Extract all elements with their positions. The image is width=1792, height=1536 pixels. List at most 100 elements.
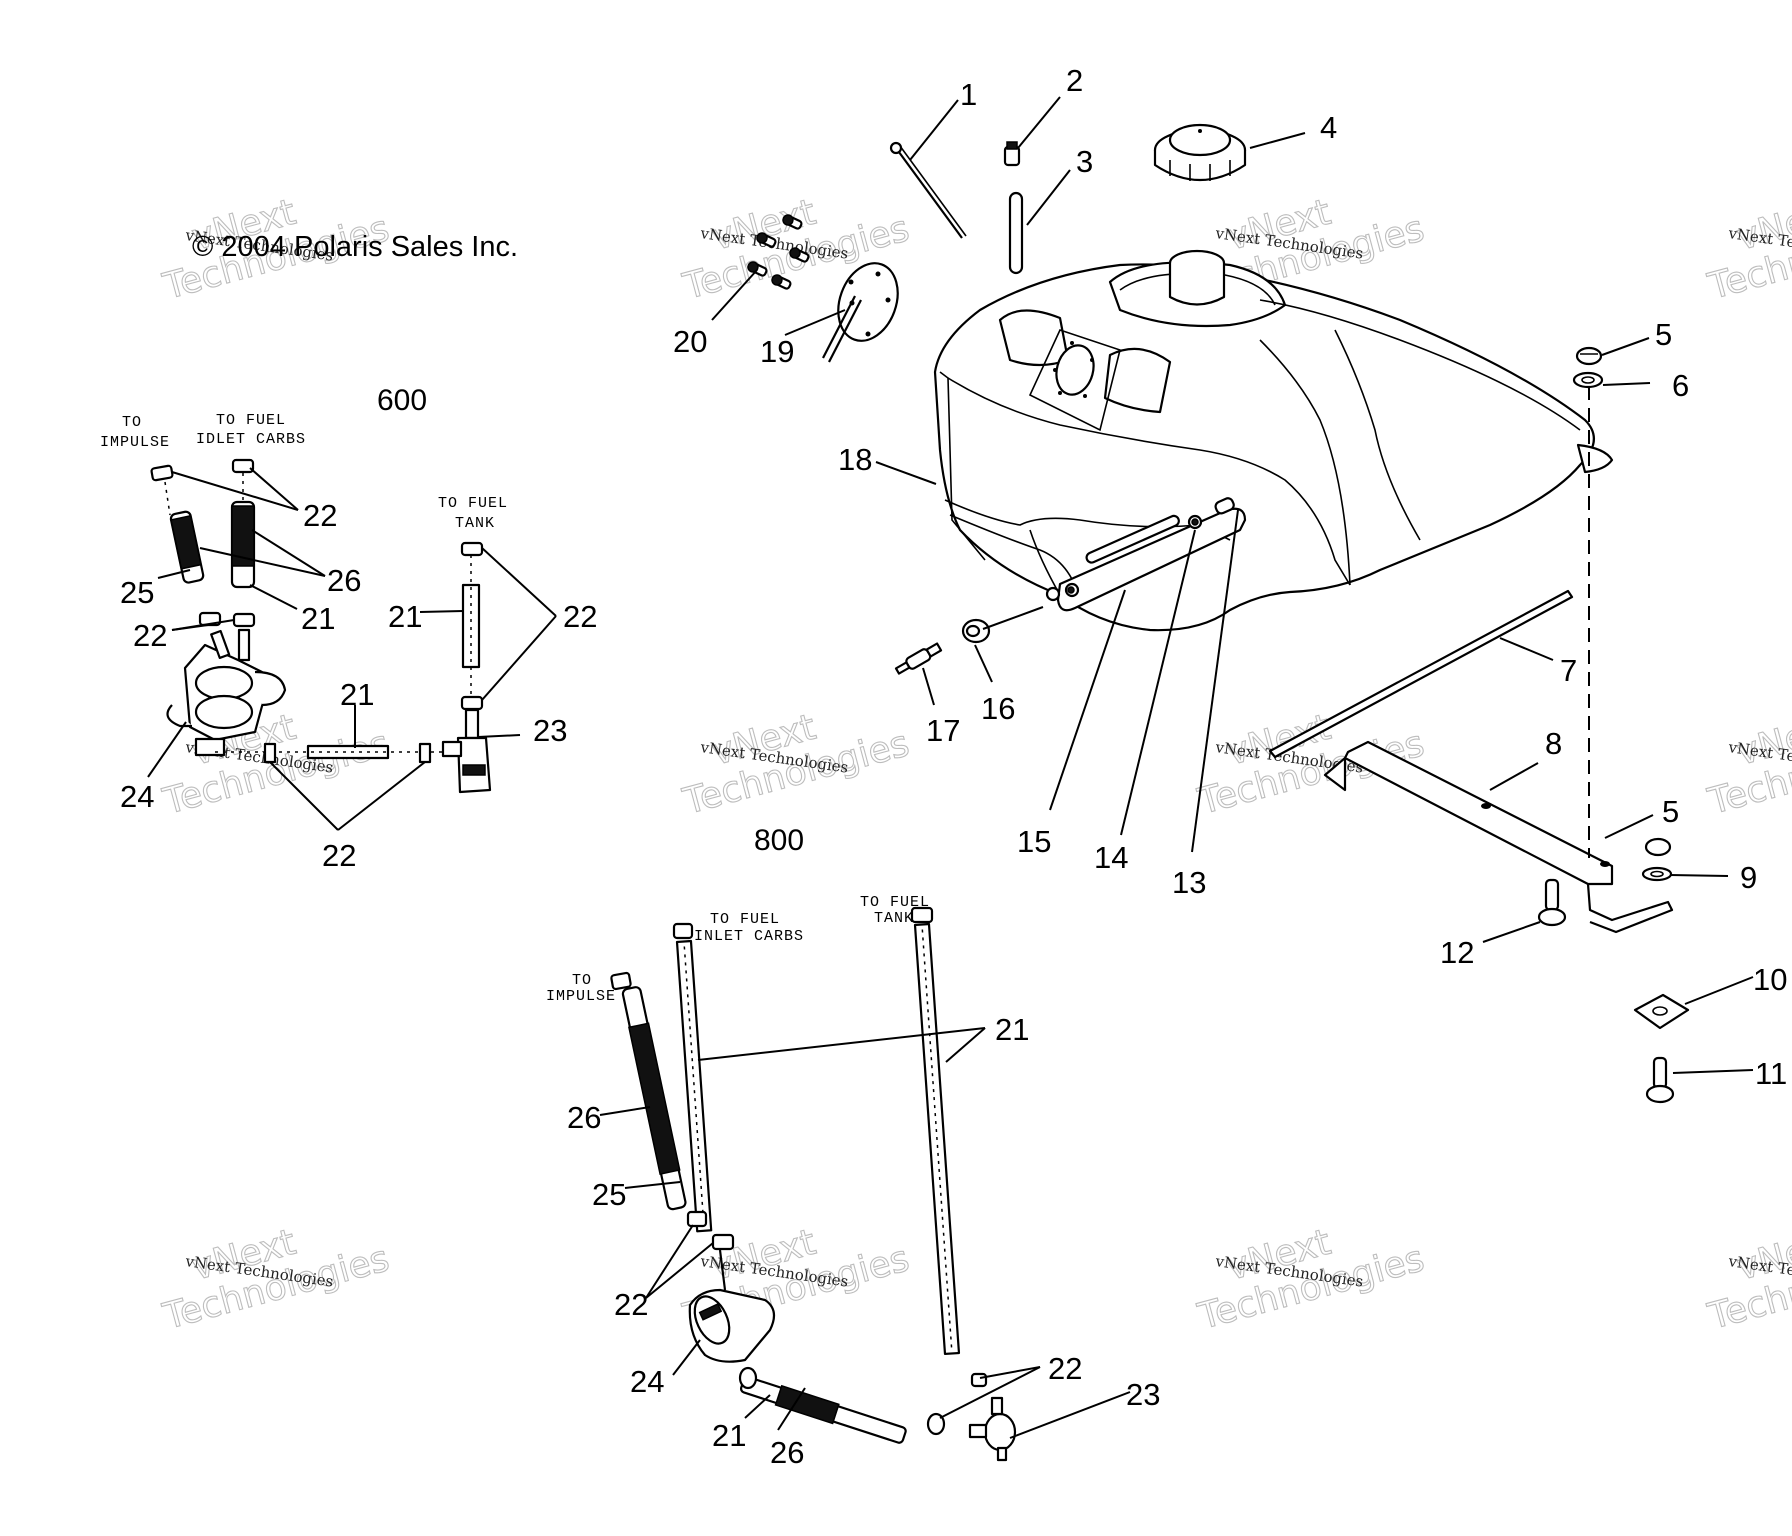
callout-18: 18 xyxy=(838,442,872,477)
part-1-vent-line xyxy=(889,141,967,239)
callout-600-21c: 21 xyxy=(340,677,374,712)
callout-800-22a: 22 xyxy=(614,1287,648,1322)
callout-5-top: 5 xyxy=(1655,317,1672,352)
callout-600-22b: 22 xyxy=(133,618,167,653)
callout-800-22b: 22 xyxy=(1048,1351,1082,1386)
callout-800-24: 24 xyxy=(630,1364,664,1399)
part-5-nut-bottom xyxy=(1644,837,1672,857)
part-20-screws xyxy=(747,214,810,290)
part-7-strap xyxy=(1268,589,1574,759)
note-text: INLET CARBS xyxy=(694,928,804,945)
part-17-fitting xyxy=(894,642,943,675)
callout-15: 15 xyxy=(1017,824,1051,859)
part-6-washer xyxy=(1572,371,1604,389)
part-21-hose xyxy=(739,1375,907,1444)
clamp xyxy=(231,458,255,474)
part-21-hose xyxy=(913,922,961,1356)
callout-600-24: 24 xyxy=(120,779,154,814)
clamp xyxy=(738,1366,758,1390)
callout-11: 11 xyxy=(1755,1056,1787,1091)
callout-800-21a: 21 xyxy=(995,1012,1029,1047)
note-text: IDLET CARBS xyxy=(196,431,306,448)
part-5-nut-top xyxy=(1575,346,1603,366)
note-text: TO FUEL xyxy=(438,495,508,512)
callout-12: 12 xyxy=(1440,935,1474,970)
part-8-bracket xyxy=(1323,740,1674,934)
clamp xyxy=(910,906,934,924)
part-18-fuel-tank xyxy=(933,249,1614,632)
copyright-text: © 2004 Polaris Sales Inc. xyxy=(192,231,518,263)
clamp xyxy=(460,541,484,557)
callout-20: 20 xyxy=(673,324,707,359)
part-21-hose xyxy=(675,939,713,1233)
notes-800: TO IMPULSE TO FUEL INLET CARBS TO FUEL T… xyxy=(546,894,929,1005)
callout-8: 8 xyxy=(1545,726,1562,761)
callout-800-21b: 21 xyxy=(712,1418,746,1453)
callout-9: 9 xyxy=(1740,860,1757,895)
part-3-hose xyxy=(1008,191,1024,275)
section-label-600: 600 xyxy=(377,384,427,417)
clamp xyxy=(418,742,432,764)
callout-3: 3 xyxy=(1076,144,1093,179)
callout-13: 13 xyxy=(1172,865,1206,900)
part-11-bolt xyxy=(1645,1056,1675,1104)
assembly-800 xyxy=(610,906,1017,1462)
callout-14: 14 xyxy=(1094,840,1128,875)
callout-600-21b: 21 xyxy=(388,599,422,634)
note-text: IMPULSE xyxy=(546,988,616,1005)
note-text: TANK xyxy=(455,515,495,532)
clamp xyxy=(198,611,222,627)
part-23-fuel-valve xyxy=(968,1396,1017,1462)
part-9-washer xyxy=(1641,866,1673,882)
clamp xyxy=(672,922,694,940)
part-24-fuel-pump xyxy=(166,628,287,757)
clamp xyxy=(970,1372,988,1388)
leader-lines xyxy=(147,96,1754,1439)
part-23-fuel-valve xyxy=(441,708,492,794)
clamp xyxy=(926,1412,946,1436)
callout-600-21a: 21 xyxy=(301,601,335,636)
callout-600-22a: 22 xyxy=(303,498,337,533)
clamp xyxy=(686,1210,708,1228)
callout-600-23: 23 xyxy=(533,713,567,748)
note-text: TO xyxy=(122,414,142,431)
part-21-hose xyxy=(306,744,390,760)
callout-800-26b: 26 xyxy=(770,1435,804,1470)
callout-7: 7 xyxy=(1560,653,1577,688)
callout-800-23: 23 xyxy=(1126,1377,1160,1412)
callout-16: 16 xyxy=(981,691,1015,726)
part-24-fuel-pump xyxy=(688,1249,776,1363)
callout-10: 10 xyxy=(1753,962,1787,997)
section-label-800: 800 xyxy=(754,824,804,857)
callout-800-25: 25 xyxy=(592,1177,626,1212)
part-21-hose xyxy=(230,500,256,589)
clamp xyxy=(263,742,277,764)
callout-labels: 1 2 3 4 5 6 7 8 5 9 10 11 12 13 14 15 16… xyxy=(120,63,1787,1470)
callout-600-22c: 22 xyxy=(563,599,597,634)
note-text: TANK xyxy=(874,910,914,927)
notes-600: TO IMPULSE TO FUEL IDLET CARBS TO FUEL T… xyxy=(100,412,508,532)
callout-19: 19 xyxy=(760,334,794,369)
part-25-hose xyxy=(169,510,205,584)
clamp xyxy=(232,612,256,628)
clamp xyxy=(150,464,174,482)
part-19-sender-plate xyxy=(822,262,899,363)
callout-4: 4 xyxy=(1320,110,1337,145)
part-25-hose xyxy=(621,986,687,1211)
callout-600-22d: 22 xyxy=(322,838,356,873)
callout-6: 6 xyxy=(1672,368,1689,403)
part-2-check-valve xyxy=(1003,141,1021,167)
assembly-600 xyxy=(150,458,492,794)
note-text: TO xyxy=(572,972,592,989)
callout-5-bottom: 5 xyxy=(1662,794,1679,829)
callout-600-25: 25 xyxy=(120,575,154,610)
callout-600-26: 26 xyxy=(327,563,361,598)
part-10-square-washer xyxy=(1633,993,1690,1030)
part-4-fuel-cap xyxy=(1153,123,1247,181)
clamp xyxy=(460,695,484,711)
callout-1: 1 xyxy=(960,77,977,112)
callout-17: 17 xyxy=(926,713,960,748)
part-12-bolt xyxy=(1537,878,1567,927)
note-text: TO FUEL xyxy=(710,911,780,928)
